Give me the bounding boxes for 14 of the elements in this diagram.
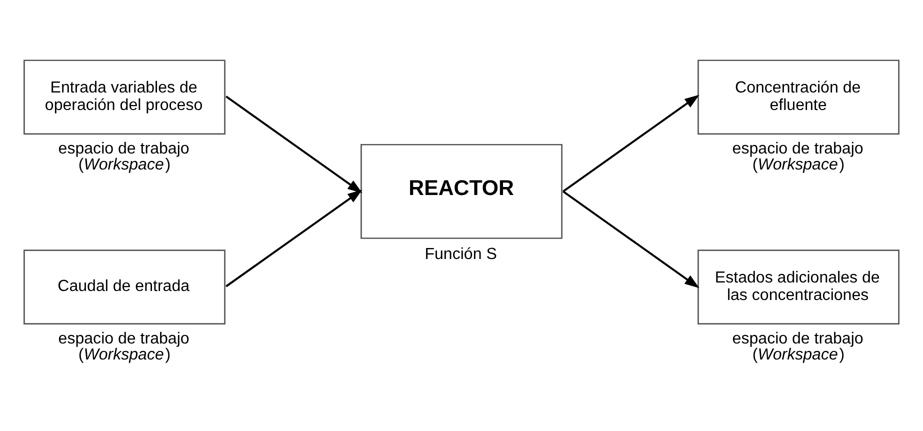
node-label: espacio de trabajo (Workspace) (732, 139, 864, 174)
node-label: Función S (424, 245, 497, 264)
node-label: espacio de trabajo (Workspace) (58, 139, 190, 174)
node-box: Estados adicionales de las concentraciones (698, 250, 900, 324)
node-box: Entrada variables de operación del proceso (24, 60, 226, 135)
arrow (226, 96, 362, 194)
node-box: REACTOR (360, 144, 562, 239)
arrow (226, 190, 362, 288)
arrow (562, 190, 700, 288)
node-label: espacio de trabajo (Workspace) (58, 329, 190, 364)
arrow (562, 94, 700, 192)
node-box: Caudal de entrada (24, 250, 226, 324)
node-box: Concentración de efluente (698, 60, 900, 135)
node-label: espacio de trabajo (Workspace) (732, 329, 864, 364)
